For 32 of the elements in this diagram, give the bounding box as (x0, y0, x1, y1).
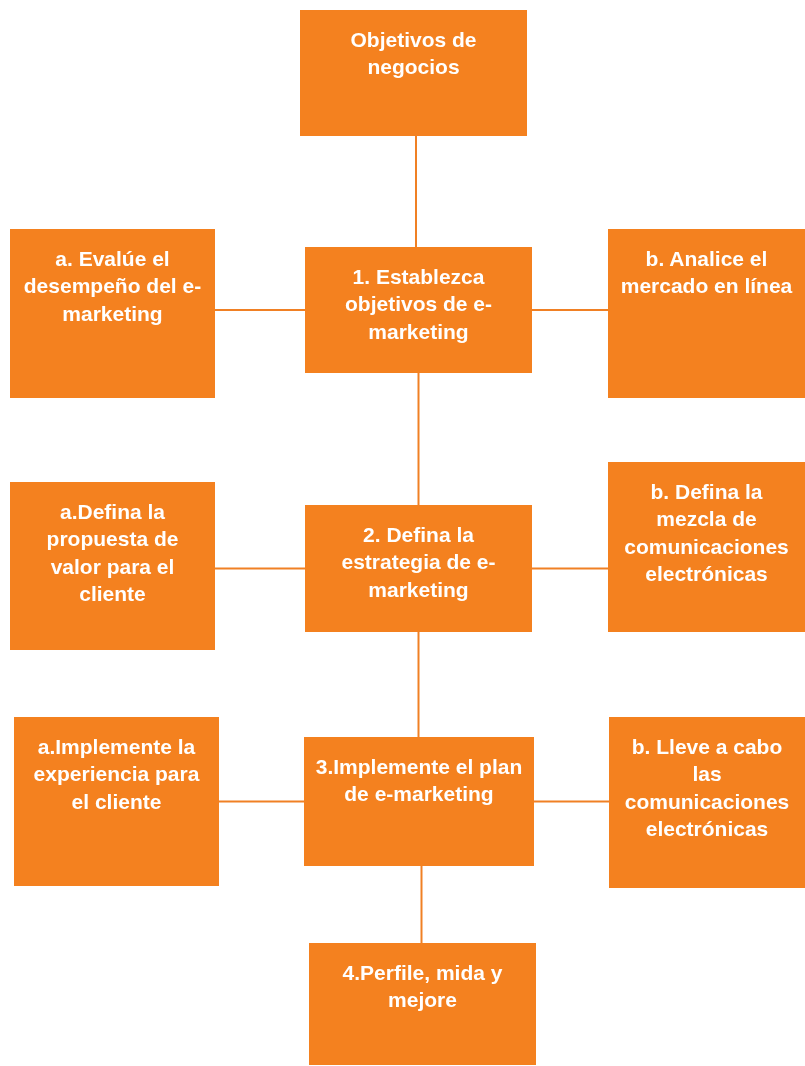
process-box (309, 943, 536, 1065)
connector-line (415, 135, 417, 248)
connector-line (531, 309, 609, 311)
box-label: a. Evalúe el desempeño del e-marketing (22, 246, 203, 327)
box-label: Objetivos de negocios (349, 27, 478, 81)
process-box (300, 10, 527, 136)
connector-line (417, 631, 420, 738)
process-box (304, 737, 534, 866)
process-box (10, 229, 215, 398)
connector-line (214, 309, 306, 311)
process-box (305, 247, 532, 373)
box-label: 1. Establezca objetivos de e-marketing (344, 264, 493, 345)
box-label: 2. Defina la estrategia de e-marketing (340, 522, 497, 603)
connector-line (214, 567, 306, 570)
connector-line (218, 800, 305, 803)
connector-line (417, 372, 420, 506)
process-box (609, 717, 805, 888)
connector-line (533, 800, 610, 803)
box-label: b. Defina la mezcla de comunicaciones electrónicas (623, 479, 790, 587)
box-label: b. Analice el mercado en línea (619, 246, 794, 300)
box-label: a.Implemente la experiencia para el cliente (32, 734, 201, 815)
box-label: 3.Implemente el plan de e-marketing (314, 754, 524, 808)
connector-line (531, 567, 609, 570)
process-box (305, 505, 532, 632)
box-label: 4.Perfile, mida y mejore (341, 960, 504, 1014)
process-box (608, 229, 805, 398)
process-box (10, 482, 215, 650)
process-box (14, 717, 219, 886)
connector-line (420, 865, 423, 944)
process-box (608, 462, 805, 632)
box-label: b. Lleve a cabo las comunicaciones electrónicas (623, 734, 791, 842)
box-label: a.Defina la propuesta de valor para el cliente (45, 499, 180, 607)
